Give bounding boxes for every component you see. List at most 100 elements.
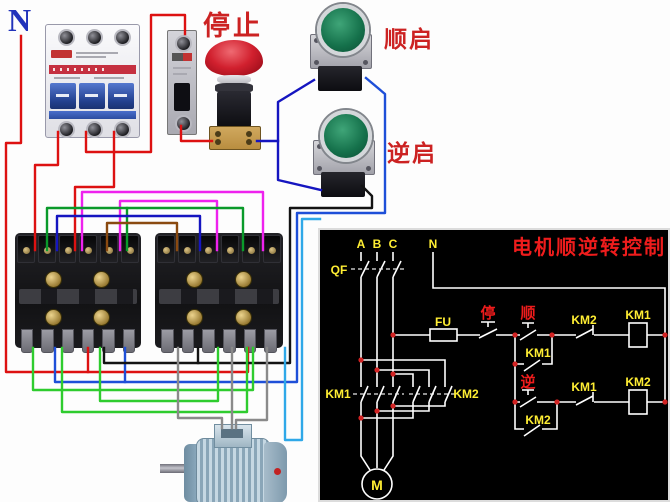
contactor-center-band: [19, 289, 137, 304]
wire-bright-green-3: [60, 346, 249, 414]
wire-gray-motor-1: [176, 346, 224, 430]
fuse-symbol: [429, 328, 458, 342]
breaker-label-stripe: [49, 65, 136, 74]
breaker-brand-chip: [172, 53, 192, 61]
breaker-terminal-screw: [114, 121, 131, 138]
contactor-screw: [93, 271, 110, 288]
button-contact-block: [321, 172, 365, 197]
single-pole-breaker: [167, 30, 197, 135]
forward-start-button: [308, 4, 372, 92]
km2-main-label: KM2: [453, 387, 479, 401]
km2-interlock-label: KM2: [571, 313, 597, 327]
km1-main-label: KM1: [325, 387, 351, 401]
km1-interlock-label: KM1: [571, 380, 597, 394]
fu-label: FU: [435, 315, 451, 329]
contactor-top-terminals: [157, 235, 282, 263]
contactor-top-terminals: [17, 235, 139, 263]
km2-coil-label: KM2: [625, 375, 651, 389]
button-contact-block: [318, 66, 362, 91]
contactor-bottom-terminals: [157, 329, 281, 353]
neutral-label: N: [429, 237, 438, 251]
breaker-handle: [50, 83, 76, 109]
km2-main-contacts: [361, 359, 453, 419]
contactor-bottom-terminals: [17, 329, 139, 353]
electric-motor: [160, 424, 290, 502]
breaker-handles: [50, 83, 134, 109]
contactor-km1: [15, 233, 141, 353]
stop-button-body: [217, 91, 251, 128]
forward-start-label: 顺启: [384, 26, 434, 52]
stop-button-cap: [205, 40, 263, 76]
green-button-cap: [317, 4, 369, 56]
gray-motor-wires: [176, 346, 269, 430]
motor-symbol: [361, 468, 393, 500]
phase-a-label: A: [357, 237, 366, 251]
breaker-terminal-screw: [86, 29, 103, 46]
km1-nc-interlock: [557, 392, 629, 406]
breaker-marking: [54, 77, 80, 79]
wire-cyan: [283, 217, 322, 442]
km1-coil-label: KM1: [625, 308, 651, 322]
forward-symbol-label: 顺: [520, 305, 535, 322]
forward-no-contact: [515, 322, 552, 341]
contactor-screw: [235, 271, 252, 288]
phase-b-label: B: [373, 237, 382, 251]
reverse-no-contact: [515, 389, 557, 408]
contactor-screw: [235, 309, 252, 326]
breaker-terminal-screw: [175, 35, 192, 52]
phase-c-label: C: [389, 237, 398, 251]
breaker-brand-chip: [51, 50, 72, 58]
km2-holding-contact: [514, 402, 558, 437]
breaker-terminal-screw: [58, 29, 75, 46]
contactor-screw: [45, 309, 62, 326]
breaker-terminal-screw: [86, 121, 103, 138]
contactor-screw: [45, 271, 62, 288]
stop-button-label: 停止: [203, 11, 263, 41]
phase-c-line: [383, 252, 402, 471]
breaker-terminal-screw: [58, 121, 75, 138]
cyan-wires: [283, 217, 322, 442]
reverse-symbol-label: 逆: [520, 373, 535, 391]
neutral-label: N: [8, 2, 32, 38]
schematic-panel: A B C N QF FU KM2 KM1 KM1 KM1 KM2 KM2 KM…: [318, 228, 670, 502]
breaker-marking: [173, 73, 187, 75]
km2-nc-interlock: [552, 325, 629, 339]
km2-holding-label: KM2: [525, 413, 551, 427]
junction-dots: [358, 332, 668, 421]
breaker-marking: [76, 52, 118, 54]
breaker-terminal-screw: [175, 115, 192, 132]
breaker-marking: [173, 67, 191, 69]
neutral-rail: [432, 252, 666, 402]
breaker-handle: [108, 83, 134, 109]
km2-coil: [628, 389, 648, 415]
green-button-cap: [320, 110, 372, 162]
schematic-title: 电机顺逆转控制: [512, 235, 666, 259]
contactor-screw: [186, 309, 203, 326]
motor-m-label: M: [371, 477, 383, 493]
contactor-screw: [93, 309, 110, 326]
breaker-marking: [76, 56, 106, 58]
breaker-marking: [94, 77, 124, 79]
breaker-handle: [79, 83, 105, 109]
motor-terminal-box: [214, 424, 252, 448]
bright-green-wires: [31, 346, 255, 414]
contactor-screw: [186, 271, 203, 288]
schematic-drawing: A B C N QF FU KM2 KM1 KM1 KM1 KM2 KM2 KM…: [325, 235, 668, 500]
motor-shaft: [160, 464, 188, 473]
stop-button-contact-block: [209, 126, 261, 150]
stop-mushroom-button: [205, 40, 263, 150]
wire-gray-motor-3: [234, 346, 269, 430]
km1-coil: [628, 322, 648, 348]
wire-bright-green-2: [98, 346, 220, 403]
contactor-km2: [155, 233, 283, 353]
three-pole-breaker: [45, 24, 140, 138]
motor-red-dot: [274, 468, 281, 475]
stop-symbol-label: 停: [480, 304, 495, 322]
reverse-start-label: 逆启: [387, 140, 437, 166]
contactor-center-band: [159, 289, 279, 304]
reverse-start-button: [311, 110, 375, 198]
km1-holding-label: KM1: [525, 346, 551, 360]
wire-bright-green-1: [31, 346, 255, 392]
breaker-blue-bar: [49, 111, 136, 119]
